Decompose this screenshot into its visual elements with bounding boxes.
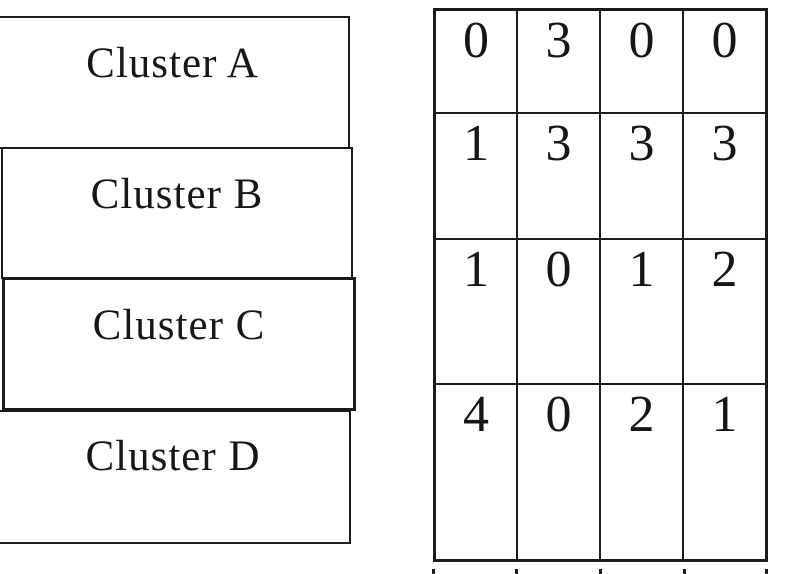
count-matrix: 0 3 0 0 1 3 3 3 1 0 1 2 4 0 2 1 [433, 8, 768, 562]
cluster-box-c: Cluster C [2, 277, 356, 411]
crop-tick-mark [599, 569, 602, 574]
matrix-cell: 0 [518, 385, 599, 559]
matrix-cell: 2 [601, 385, 682, 559]
matrix-cell: 0 [601, 11, 682, 112]
matrix-cell: 2 [684, 240, 765, 383]
cluster-b-label: Cluster B [90, 171, 264, 218]
matrix-cell: 0 [436, 11, 516, 112]
crop-tick-mark [515, 569, 518, 574]
matrix-cell: 3 [518, 11, 599, 112]
crop-tick-mark [765, 569, 768, 574]
matrix-cell: 1 [436, 114, 516, 238]
matrix-cell: 0 [518, 240, 599, 383]
crop-tick-mark [683, 569, 686, 574]
matrix-cell: 4 [436, 385, 516, 559]
cluster-box-b: Cluster B [1, 147, 353, 279]
matrix-cell: 3 [518, 114, 599, 238]
cluster-c-label: Cluster C [92, 302, 266, 349]
cluster-box-a: Cluster A [0, 16, 350, 149]
matrix-cell: 3 [601, 114, 682, 238]
matrix-cell: 0 [684, 11, 765, 112]
crop-tick-mark [432, 569, 435, 574]
matrix-cell: 3 [684, 114, 765, 238]
matrix-cell: 1 [601, 240, 682, 383]
cluster-a-label: Cluster A [86, 40, 259, 87]
matrix-cell: 1 [684, 385, 765, 559]
cluster-box-d: Cluster D [0, 410, 351, 544]
cluster-d-label: Cluster D [85, 433, 261, 480]
matrix-cell: 1 [436, 240, 516, 383]
